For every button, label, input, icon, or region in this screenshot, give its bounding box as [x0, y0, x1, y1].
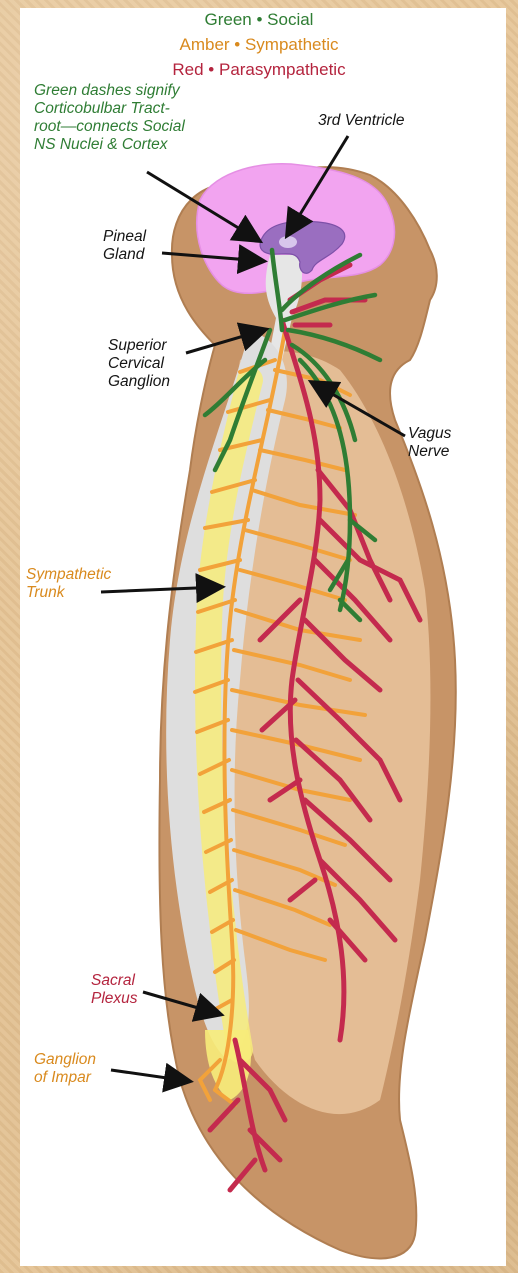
arrow-sympathetic-trunk	[101, 587, 220, 592]
arrow-ganglion-of-impar	[111, 1070, 188, 1081]
arrow-third-ventricle	[288, 136, 348, 234]
arrow-vagus-nerve	[313, 383, 405, 436]
arrow-superior-cervical-ganglion	[186, 330, 264, 353]
arrow-pineal-gland	[162, 253, 262, 261]
arrow-sacral-plexus	[143, 992, 219, 1014]
arrow-green-note	[147, 172, 258, 240]
